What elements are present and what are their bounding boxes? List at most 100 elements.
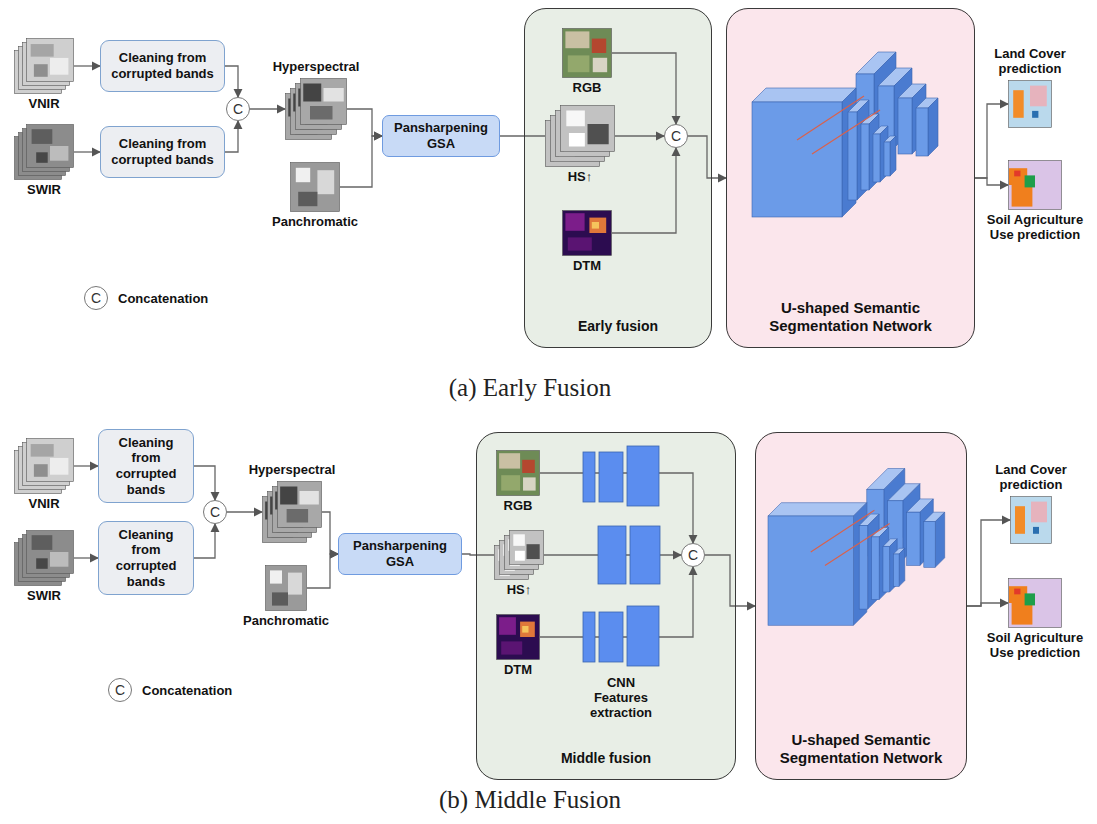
connector — [500, 135, 545, 136]
concat-symbol: C — [84, 286, 108, 310]
image-patch — [50, 552, 68, 567]
panel-ground — [755, 432, 967, 780]
image-patch — [1030, 86, 1047, 107]
node-label: C — [233, 101, 243, 117]
node-label: U-shaped Semantic Segmentation Network — [766, 731, 956, 767]
image-patch — [298, 192, 317, 206]
legend-text: Concatenation — [142, 683, 232, 698]
node-label: Cleaning from corrupted bands — [107, 136, 218, 167]
image-patch — [300, 491, 319, 505]
node-label: Hyperspectral — [273, 60, 360, 75]
unet-block — [848, 100, 869, 200]
connector — [462, 554, 494, 555]
image-patch — [31, 444, 54, 457]
unet-block — [752, 88, 856, 217]
unet-block — [861, 114, 879, 190]
image-patch — [1032, 111, 1038, 118]
fusion-panel: Middle fusionRGBHS↑DTMC — [476, 432, 736, 780]
image-picture — [562, 210, 612, 256]
image-node: Land Cover prediction — [983, 47, 1077, 128]
concat-circle: C — [681, 543, 705, 567]
fusion-panel: Early fusionRGBHS↑DTMC — [524, 8, 712, 348]
node-label: C — [688, 547, 698, 563]
cnn-block — [583, 612, 595, 662]
image-patch — [523, 477, 536, 490]
concat-circle: C — [203, 500, 227, 524]
node-label: Cleaning from corrupted bands — [105, 435, 187, 497]
node-label: Panchromatic — [272, 215, 358, 230]
image-patch — [1015, 506, 1025, 534]
image-patch — [31, 44, 54, 57]
image-patch — [272, 592, 288, 605]
node-label: DTM — [504, 663, 532, 678]
node-label: VNIR — [28, 497, 59, 512]
image-patch — [34, 64, 48, 77]
node-label: Pansharpening GSA — [345, 538, 455, 569]
image-picture — [262, 481, 322, 543]
node-label: VNIR — [28, 97, 59, 112]
image-picture — [290, 162, 340, 212]
connector — [975, 178, 1008, 185]
image-picture — [1010, 496, 1052, 544]
node-label: SWIR — [27, 589, 61, 604]
image-picture — [285, 78, 347, 140]
node-label: Early fusion — [533, 318, 703, 335]
node-label: C — [210, 504, 220, 520]
image-patch — [270, 570, 282, 583]
image-layer — [1009, 81, 1052, 128]
image-node: SWIR — [12, 124, 76, 198]
image-patch — [1014, 589, 1020, 595]
node-label: Land Cover prediction — [986, 463, 1076, 493]
connector — [74, 65, 100, 66]
node-label: HS↑ — [568, 170, 593, 185]
connector — [227, 511, 262, 512]
cnn-block — [599, 452, 623, 502]
skip-connection — [812, 110, 880, 154]
node-label: Middle fusion — [506, 750, 706, 767]
connector — [612, 148, 676, 233]
concat-circle: C — [226, 97, 250, 121]
connector — [307, 554, 338, 588]
image-picture — [494, 530, 544, 580]
image-picture — [14, 38, 74, 94]
cnn-block — [627, 606, 659, 666]
image-layer — [1011, 497, 1052, 544]
image-patch — [303, 84, 321, 102]
image-patch — [1009, 168, 1027, 185]
image-patch — [317, 170, 334, 194]
concat-circle: C — [664, 124, 688, 148]
image-ground — [497, 451, 540, 496]
image-ground — [290, 163, 339, 212]
image-layer — [27, 125, 74, 168]
image-patch — [565, 31, 589, 48]
image-node: SWIR — [12, 530, 76, 604]
image-ground — [497, 615, 540, 660]
node-label: SWIR — [27, 183, 61, 198]
node-label: Pansharpening GSA — [389, 120, 493, 151]
image-node: RGB — [560, 28, 614, 96]
image-layer — [497, 451, 540, 496]
image-layer — [27, 531, 74, 574]
image-layer — [290, 163, 339, 212]
image-ground — [27, 439, 74, 482]
image-ground — [27, 39, 74, 82]
panel-ground — [476, 432, 736, 780]
image-ground — [27, 531, 74, 574]
image-picture — [1008, 160, 1062, 210]
image-node: Hyperspectral — [271, 60, 362, 140]
node-label: U-shaped Semantic Segmentation Network — [751, 299, 951, 335]
image-picture — [265, 565, 307, 611]
image-patch — [589, 218, 606, 233]
unet-block — [872, 527, 889, 599]
image-ground — [1009, 579, 1062, 628]
image-node: Land Cover prediction — [984, 463, 1078, 544]
figure-caption: (a) Early Fusion — [370, 374, 690, 402]
connector — [615, 135, 664, 136]
image-patch — [569, 133, 585, 147]
image-patch — [515, 551, 525, 561]
image-patch — [566, 111, 585, 127]
process-box: Cleaning from corrupted bands — [98, 429, 194, 502]
connector — [225, 66, 238, 97]
node-label: RGB — [504, 499, 533, 514]
